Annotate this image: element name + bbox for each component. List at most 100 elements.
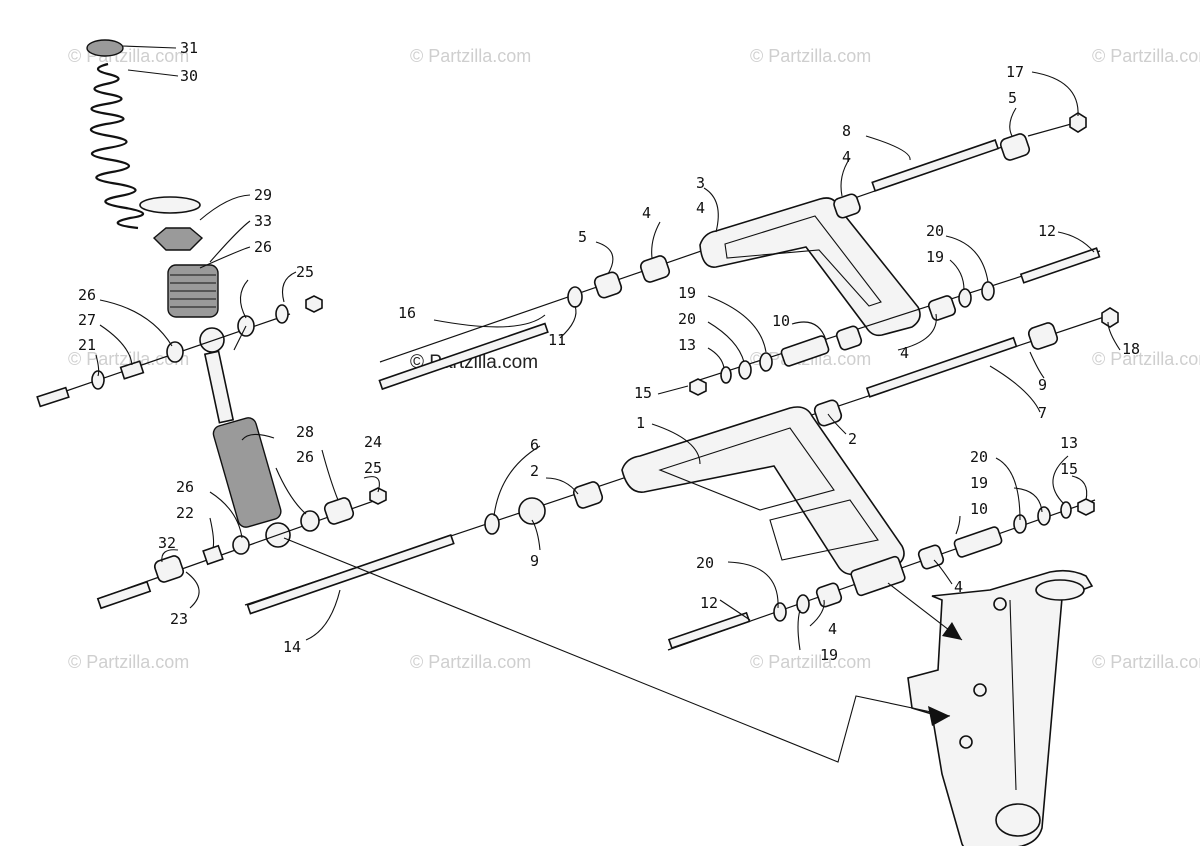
callout-22: 22 [176,504,194,522]
callout-27: 27 [78,311,96,329]
lower-arm-web-front [658,427,835,511]
washer-20-part [1037,506,1051,526]
callout-5: 5 [578,228,587,246]
callout-12: 12 [1038,222,1056,240]
callout-19: 19 [970,474,988,492]
callout-4: 4 [842,148,851,166]
callout-26: 26 [254,238,272,256]
washer-11-part [567,286,583,308]
callout-3: 3 [696,174,705,192]
callout-31: 31 [180,39,198,57]
callout-29: 29 [254,186,272,204]
spacer-4-part [639,255,671,283]
bushing-9-part [518,497,546,525]
callout-25: 25 [364,459,382,477]
callout-2: 2 [530,462,539,480]
bolt-12-part [667,611,751,650]
callout-7: 7 [1038,404,1047,422]
callout-8: 8 [842,122,851,140]
washer-6-part [484,513,500,535]
spring-seat-washer-part [139,196,201,214]
spacer-4-part [815,582,843,608]
nut-25-part [305,295,323,313]
washer-part [275,304,289,324]
callout-26: 26 [78,286,96,304]
sleeve-10-part [780,335,830,367]
washer-13-part [720,366,732,384]
washer-13-part [1060,501,1072,519]
sleeve-10-part [953,526,1003,558]
callout-23: 23 [170,610,188,628]
shaft-7-part [865,336,1018,398]
washer-20-part [738,360,752,380]
shock-assembly [36,39,387,610]
callout-20: 20 [678,310,696,328]
rear-pivot-boss [850,555,906,597]
watermark: © Partzilla.com [750,652,871,672]
spacer-26-part [300,510,320,532]
spring-cap-part [86,39,124,57]
shock-shaft-part [203,350,235,424]
lower-a-arm-1-part [621,406,905,576]
bushing-9-part [1027,322,1059,350]
watermark: © Partzilla.com [410,652,531,672]
lower-arm-web-rear [769,499,879,561]
upper-a-arm-assembly [378,112,1101,396]
spindle-assembly [907,569,1094,846]
coil-spring-part [89,62,145,230]
callout-1: 1 [636,414,645,432]
spacer-4-part [927,295,957,321]
spacer-26-part [232,535,250,555]
callout-15: 15 [634,384,652,402]
callout-20: 20 [970,448,988,466]
callout-32: 32 [158,534,176,552]
bushing-2-part [572,481,604,509]
spacer-26-part [166,341,184,363]
nut-18-part [1101,307,1119,328]
callout-21: 21 [78,336,96,354]
bushing-24-part [323,497,355,525]
callout-13: 13 [678,336,696,354]
bolt-32-part [96,580,152,610]
callout-19: 19 [926,248,944,266]
callout-16: 16 [398,304,416,322]
bushing-5-part [593,271,623,299]
sleeve-thread-lines [170,274,216,308]
callout-10: 10 [970,500,988,518]
lower-a-arm-assembly [244,307,1119,651]
callout-2: 2 [848,430,857,448]
washer-20-part [981,281,995,301]
watermark-layer: © Partzilla.com © Partzilla.com © Partzi… [68,46,1200,672]
watermark: © Partzilla.com [1092,652,1200,672]
watermark: © Partzilla.com [1092,46,1200,66]
washer-19-part [796,594,810,614]
shock-body-28-part [212,417,282,528]
spindle-top-boss [1035,579,1085,601]
upper-shock-eye-part [199,327,225,353]
callout-14: 14 [283,638,301,656]
arrow-head [942,622,962,640]
adjuster-ring-part [152,227,204,251]
bolt-21-part [36,386,70,408]
callout-26: 26 [176,478,194,496]
assembly-arrows [283,537,963,763]
callout-6: 6 [530,436,539,454]
washer-part [91,370,105,390]
callout-25: 25 [296,263,314,281]
spacer-4-part [917,544,945,570]
watermark: © Partzilla.com [1092,349,1200,369]
spindle-part [907,569,1094,846]
nut-15-part [689,378,707,396]
bushing-2-part [813,399,843,427]
callout-12: 12 [700,594,718,612]
upper-arm-inner-web [724,215,882,307]
callout-24: 24 [364,433,382,451]
bushing-22-part [202,544,224,566]
callout-4: 4 [642,204,651,222]
spacer-4-part [835,325,863,351]
spacer-4-part [833,193,861,219]
callout-10: 10 [772,312,790,330]
watermark: © Partzilla.com [410,46,531,66]
